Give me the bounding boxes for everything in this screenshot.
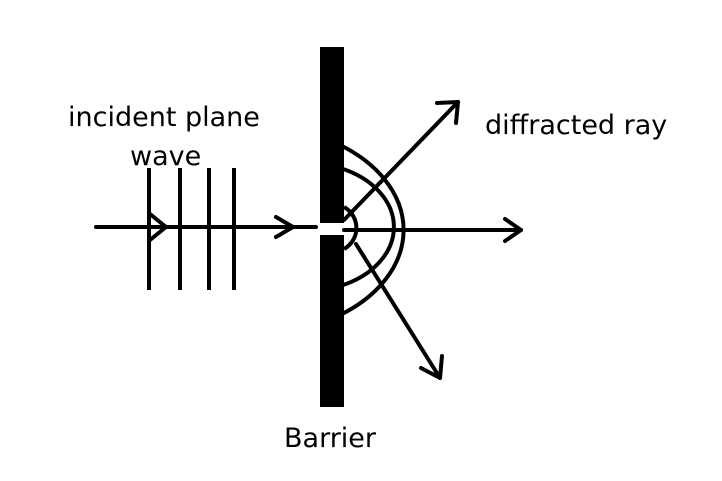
incident-ray-arrowhead-mid (148, 212, 168, 242)
incident-wave-label-line2: wave (130, 141, 202, 172)
barrier-upper (320, 47, 344, 223)
diffracted-ray-up (342, 100, 460, 222)
diffracted-ray-label: diffracted ray (485, 110, 668, 141)
incident-wave-label-line1: incident plane (68, 102, 260, 133)
barrier-lower (320, 235, 344, 407)
diffracted-ray-straight-arrowhead (503, 217, 523, 243)
incident-ray-arrowhead-end (274, 215, 295, 239)
wavefront-arc-medium (339, 166, 396, 288)
diffracted-rays (342, 100, 523, 380)
diffracted-ray-up-arrowhead (435, 100, 460, 125)
diffracted-ray-down-arrowhead (419, 354, 444, 380)
incident-ray (94, 212, 318, 242)
diffracted-ray-down (354, 242, 442, 380)
barrier-label: Barrier (284, 423, 377, 454)
